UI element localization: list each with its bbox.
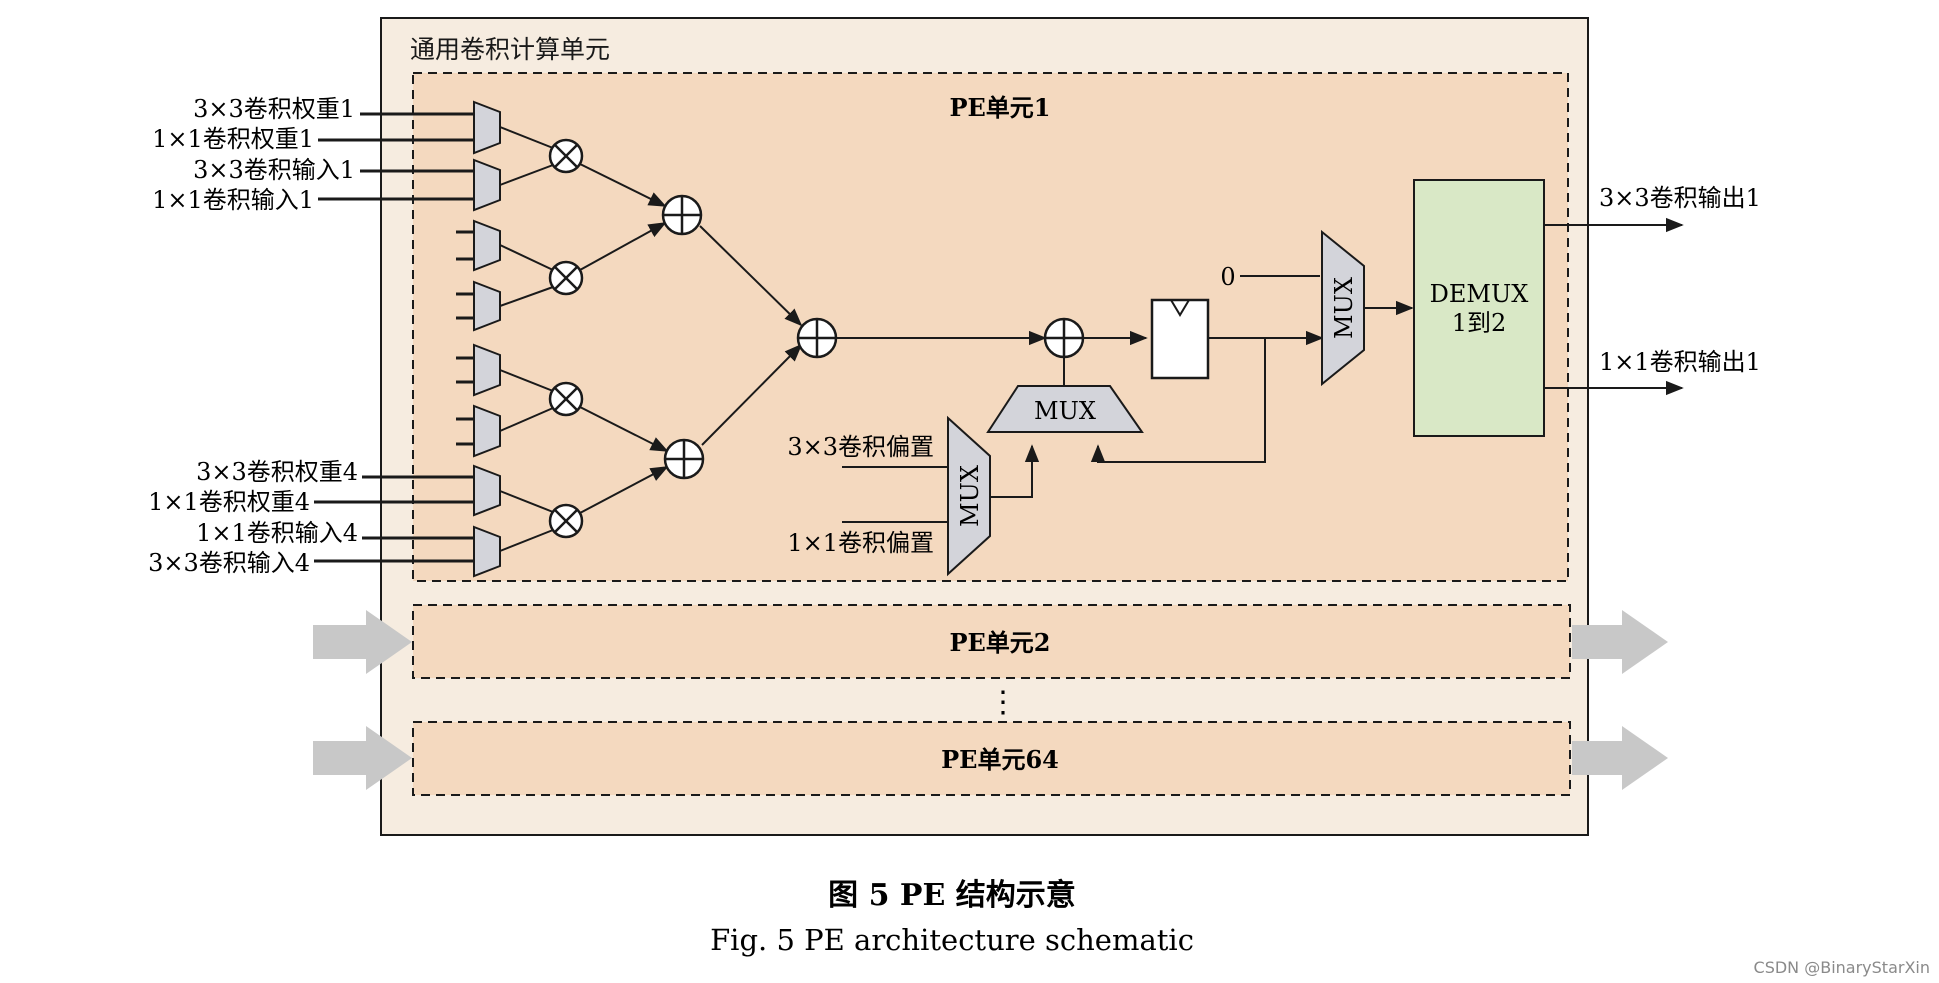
multiplier-3-icon — [548, 381, 584, 417]
pe-unit-64-box — [412, 721, 1571, 796]
adders — [661, 194, 1085, 480]
figure-caption-en: Fig. 5 PE architecture schematic — [710, 923, 1194, 957]
label-3x3-input-4: 3×3卷积输入4 — [148, 549, 310, 577]
output-mux-label: MUX — [1330, 277, 1358, 339]
selector-6 — [473, 404, 501, 458]
accumulator-register — [1150, 298, 1210, 380]
zero-constant: 0 — [1220, 263, 1235, 291]
label-1x1-input-1: 1×1卷积输入1 — [152, 186, 314, 214]
multiplier-4-icon — [548, 503, 584, 539]
general-conv-unit-title: 通用卷积计算单元 — [410, 35, 610, 64]
pe2-input-arrow — [313, 610, 412, 674]
register-clock-icon — [1170, 299, 1190, 317]
pe2-output-arrow — [1572, 610, 1668, 674]
input-selectors — [473, 100, 501, 578]
adder-3-icon — [796, 317, 838, 359]
multipliers — [548, 138, 584, 539]
top-input-wires — [318, 112, 474, 201]
feedback-mux-label: MUX — [1034, 397, 1096, 425]
watermark: CSDN @BinaryStarXin — [1754, 958, 1930, 977]
pe64-input-arrow — [313, 726, 412, 790]
label-1x1-output-1: 1×1卷积输出1 — [1599, 348, 1761, 376]
multiplier-2-icon — [548, 260, 584, 296]
selector-7 — [473, 464, 501, 517]
pe-unit-64-title: PE单元64 — [941, 745, 1059, 774]
selector-8 — [473, 525, 501, 578]
demux-ratio-label: 1到2 — [1452, 309, 1507, 337]
label-3x3-weight-4: 3×3卷积权重4 — [196, 458, 358, 486]
output-wires — [1544, 217, 1684, 396]
selector-2 — [473, 158, 501, 212]
mult-to-add-arrows — [579, 163, 1148, 514]
pe-unit-2-box — [412, 604, 1571, 679]
selector-5 — [473, 343, 501, 397]
bias-mux-label: MUX — [956, 465, 984, 527]
selector-4 — [473, 280, 501, 332]
label-1x1-input-4: 1×1卷积输入4 — [196, 519, 358, 547]
vertical-ellipsis: ⋮ — [988, 685, 1018, 720]
label-3x3-bias: 3×3卷积偏置 — [787, 433, 934, 461]
demux-label: DEMUX — [1430, 280, 1529, 308]
label-1x1-bias: 1×1卷积偏置 — [787, 529, 934, 557]
bias-wires — [842, 444, 1040, 523]
feedback-mux — [986, 385, 1144, 433]
demux-box — [1413, 179, 1545, 437]
multiplier-1-icon — [548, 138, 584, 174]
adder-4-icon — [1043, 317, 1085, 359]
pe-unit-2-title: PE单元2 — [949, 628, 1050, 657]
output-mux — [1321, 229, 1365, 387]
bottom-input-wires — [314, 475, 474, 563]
selector-1 — [473, 100, 501, 155]
pe-unit-1-title: PE单元1 — [949, 93, 1050, 122]
selector-to-multiplier-wires — [499, 126, 554, 552]
label-3x3-input-1: 3×3卷积输入1 — [193, 156, 355, 184]
label-1x1-weight-4: 1×1卷积权重4 — [148, 488, 310, 516]
adder-1-icon — [661, 194, 703, 236]
label-3x3-output-1: 3×3卷积输出1 — [1599, 184, 1761, 212]
pe64-output-arrow — [1572, 726, 1668, 790]
selector-3 — [473, 219, 501, 272]
figure-caption-cn: 图 5 PE 结构示意 — [828, 878, 1076, 913]
stub-input-wires — [456, 230, 474, 446]
label-3x3-weight-1: 3×3卷积权重1 — [193, 95, 355, 123]
adder-2-icon — [663, 438, 705, 480]
label-1x1-weight-1: 1×1卷积权重1 — [152, 125, 314, 153]
